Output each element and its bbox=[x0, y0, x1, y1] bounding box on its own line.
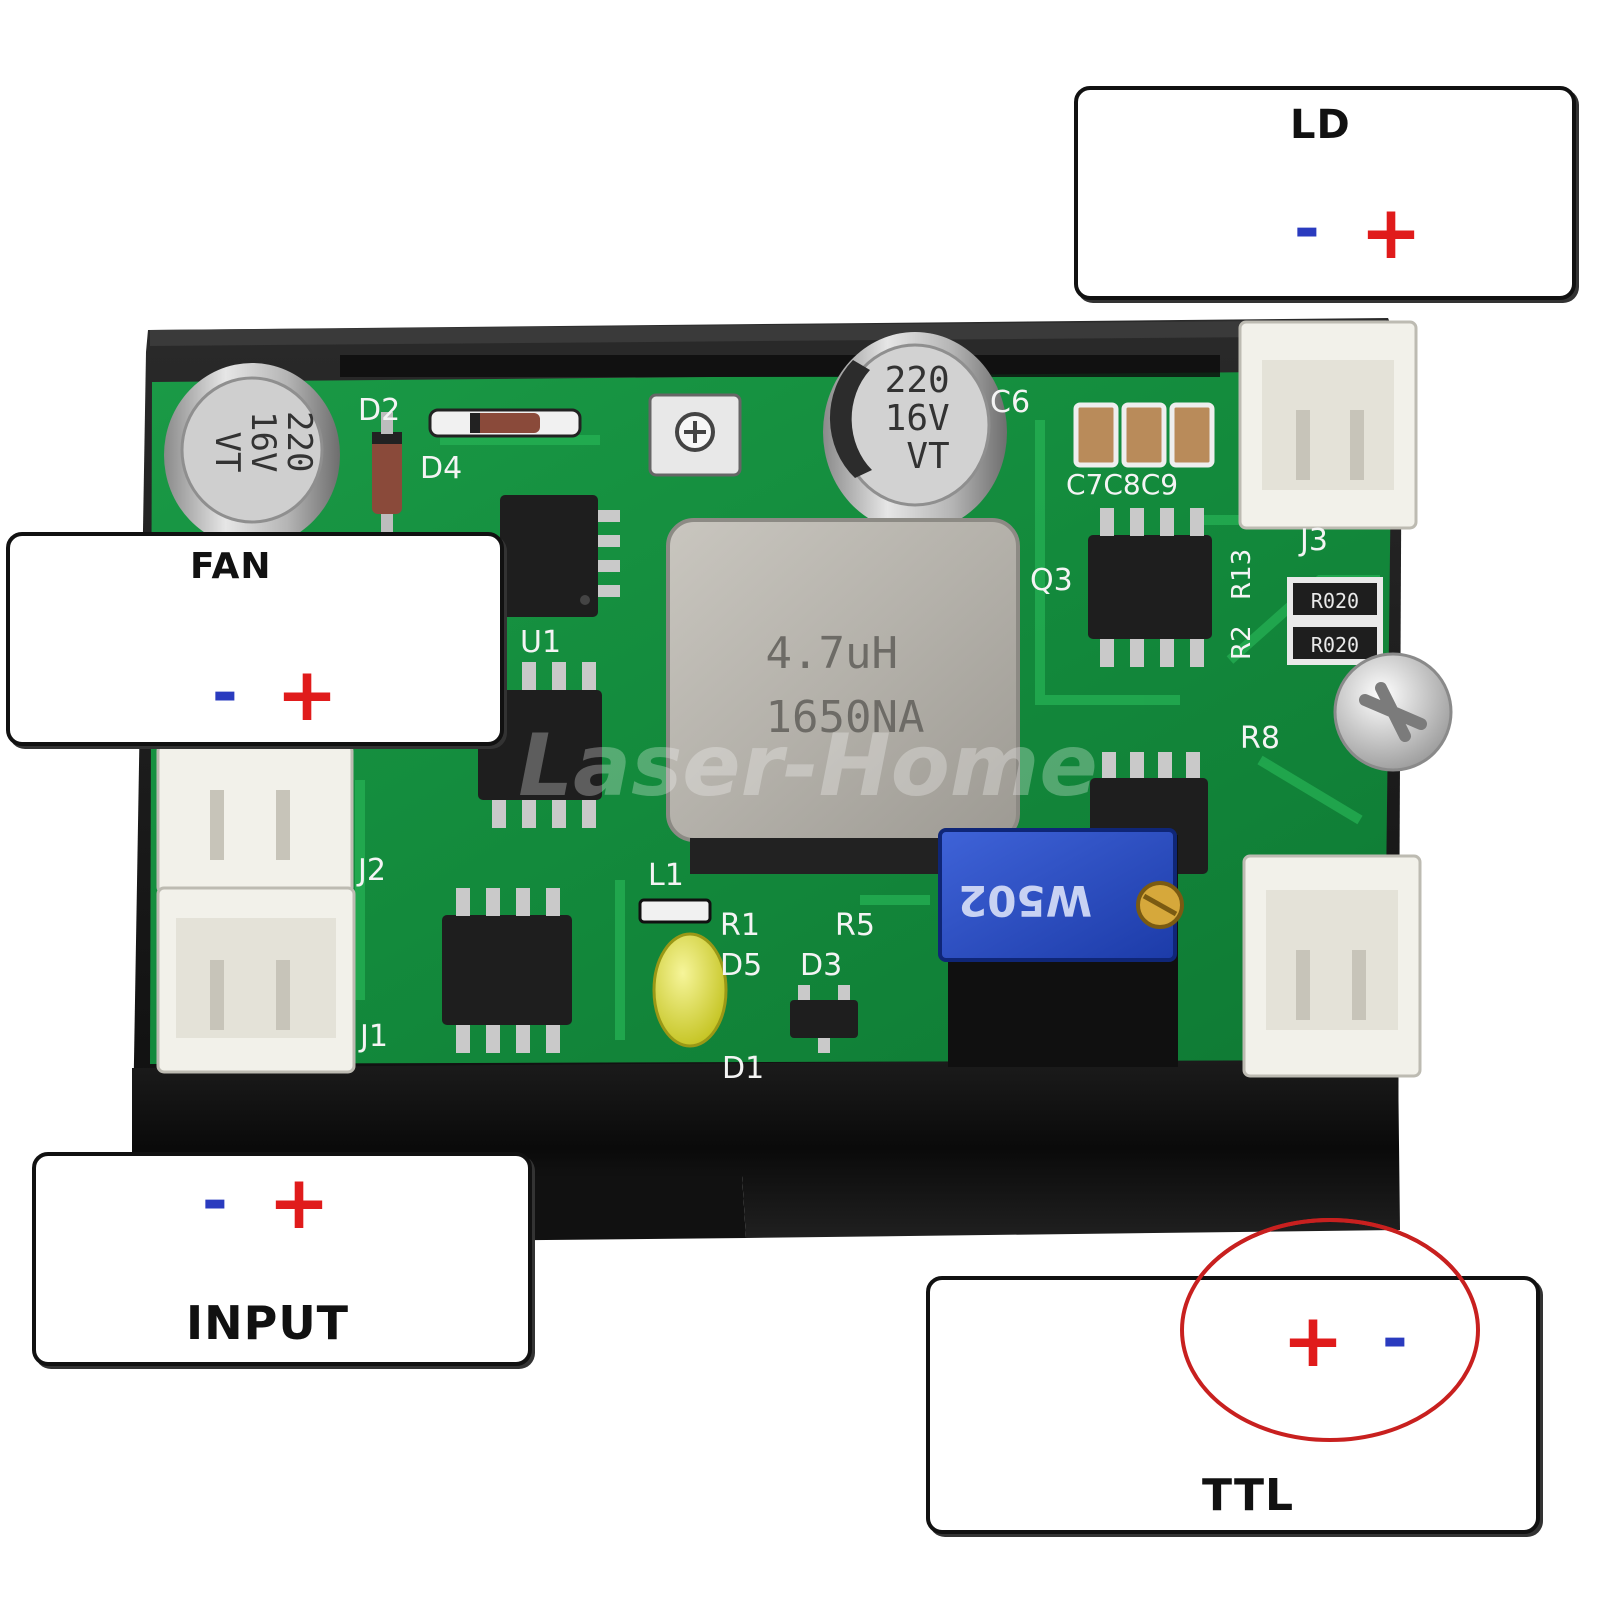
callout-fan-minus: - bbox=[212, 656, 238, 729]
designator-d4: D4 bbox=[420, 451, 462, 486]
inductor-marking: 4.7uH 1650NA bbox=[766, 628, 925, 743]
designator-r8: R8 bbox=[1240, 721, 1280, 756]
ic-u1 bbox=[500, 495, 620, 617]
designator-u1: U1 bbox=[520, 625, 561, 660]
callout-ttl-label: TTL bbox=[1202, 1470, 1295, 1521]
designator-d3: D3 bbox=[800, 948, 842, 983]
trimmer-potentiometer: W502 bbox=[938, 828, 1184, 1067]
designator-l1: L1 bbox=[648, 858, 684, 893]
inductor: 4.7uH 1650NA bbox=[666, 518, 1020, 874]
callout-ld-plus: + bbox=[1360, 190, 1423, 276]
callout-input-label: INPUT bbox=[186, 1296, 350, 1350]
designator-q3: Q3 bbox=[1030, 563, 1073, 598]
callout-ld-label: LD bbox=[1290, 102, 1351, 148]
capacitor-left: 220 16V VT bbox=[164, 363, 340, 547]
designator-d1: D1 bbox=[722, 1051, 764, 1086]
connector-j2 bbox=[156, 743, 354, 895]
sense-resistors: R020 R020 bbox=[1287, 577, 1383, 665]
resistor-mark-1: R020 bbox=[1311, 589, 1359, 613]
callout-fan-label: FAN bbox=[190, 546, 272, 587]
silkscreen: D2 D4 U1 C6 C7C8C9 Q3 R13 R2 R8 J3 J2 J1… bbox=[356, 385, 1328, 1086]
diode-d2 bbox=[372, 412, 402, 536]
transistor bbox=[790, 985, 858, 1053]
callout-input: - + INPUT bbox=[32, 1152, 532, 1366]
resistor-mark-2: R020 bbox=[1311, 633, 1359, 657]
callout-ld: LD - + bbox=[1074, 86, 1576, 300]
ic-q3 bbox=[1088, 508, 1212, 667]
ic-bottom-left bbox=[442, 888, 572, 1053]
callout-fan: FAN - + bbox=[6, 532, 504, 746]
designator-r1: R1 bbox=[720, 908, 760, 943]
capacitor-center: 220 16V VT bbox=[823, 332, 1007, 532]
diode-horizontal bbox=[428, 408, 582, 438]
designator-j2: J2 bbox=[356, 853, 386, 888]
callout-ld-minus: - bbox=[1294, 192, 1320, 265]
designator-c6: C6 bbox=[990, 385, 1030, 420]
watermark: Laser-Home bbox=[518, 716, 1097, 816]
designator-j3: J3 bbox=[1298, 523, 1328, 558]
screw bbox=[1333, 652, 1453, 772]
designator-r13: R13 bbox=[1227, 549, 1257, 600]
designator-j1: J1 bbox=[358, 1019, 388, 1054]
callout-input-plus: + bbox=[268, 1160, 331, 1246]
designator-d5: D5 bbox=[720, 948, 762, 983]
trimmer-marking: W502 bbox=[958, 876, 1092, 925]
callout-ttl: + - TTL bbox=[926, 1276, 1540, 1534]
capacitor-left-marking: 220 16V VT bbox=[207, 411, 319, 493]
designator-r5: R5 bbox=[835, 908, 875, 943]
trimmer-small bbox=[648, 393, 742, 477]
callout-ttl-minus: - bbox=[1382, 1302, 1408, 1375]
designator-d2: D2 bbox=[358, 393, 400, 428]
capacitor-center-marking: 220 16V VT bbox=[885, 360, 972, 477]
connector-j3 bbox=[1238, 320, 1418, 530]
callout-ttl-plus: + bbox=[1282, 1298, 1345, 1384]
designator-r2: R2 bbox=[1227, 625, 1257, 660]
designator-c7c8c9: C7C8C9 bbox=[1066, 468, 1178, 501]
smd-capacitors bbox=[1073, 402, 1215, 468]
connector-j1 bbox=[156, 886, 356, 1074]
callout-input-minus: - bbox=[202, 1164, 228, 1237]
callout-fan-plus: + bbox=[276, 652, 339, 738]
led-d1 bbox=[638, 898, 728, 1048]
connector-ttl bbox=[1242, 854, 1422, 1078]
